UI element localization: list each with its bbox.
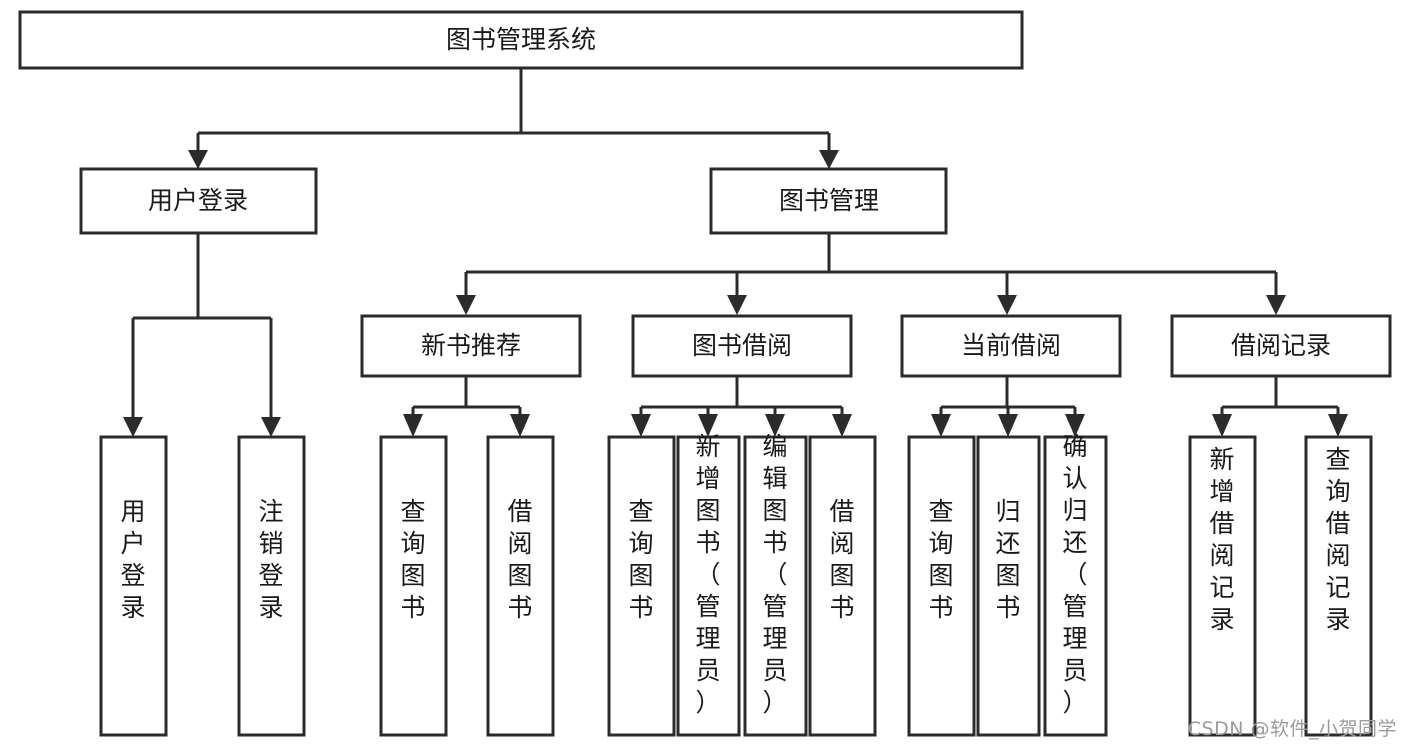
node-current-borrow-label: 当前借阅 — [961, 331, 1061, 360]
leaf-label: 归还图书 — [995, 497, 1020, 622]
arrow-root-to-book-manage — [819, 150, 839, 169]
leaf-label: 查询图书 — [400, 497, 425, 622]
node-new-book-recommend[interactable]: 新书推荐 — [360, 314, 582, 378]
node-borrow-record[interactable]: 借阅记录 — [1170, 314, 1392, 378]
leaf-label: 查询借阅记录 — [1325, 445, 1350, 634]
leaf-node[interactable]: 用户登录 — [99, 435, 168, 737]
leaf-box — [1304, 435, 1373, 737]
connector-group-user-login — [123, 233, 281, 437]
node-user-login-box — [79, 167, 318, 235]
leaf-box — [1188, 435, 1257, 737]
leaf-label: 借阅图书 — [507, 497, 532, 622]
leaf-node[interactable]: 确认归还（管理员） — [1043, 432, 1108, 737]
arrow-book-borrow-leaf-4 — [832, 414, 852, 437]
node-root-label: 图书管理系统 — [446, 25, 596, 54]
node-borrow-record-label: 借阅记录 — [1231, 331, 1331, 360]
arrow-current-borrow-leaf-1 — [931, 414, 951, 437]
leaf-box — [486, 435, 555, 737]
leaf-box — [808, 435, 877, 737]
node-new-book-recommend-box — [360, 314, 582, 378]
node-book-management-label: 图书管理 — [779, 186, 879, 215]
leaf-label: 用户登录 — [120, 497, 145, 622]
arrow-current-borrow-leaf-2 — [998, 414, 1018, 437]
connector-group-book-manage — [456, 233, 1286, 315]
leaf-box — [907, 435, 976, 737]
leaf-node[interactable]: 查询借阅记录 — [1304, 435, 1373, 737]
arrow-book-borrow-leaf-1 — [631, 414, 651, 437]
arrow-book-borrow-leaf-2 — [698, 414, 718, 437]
node-current-borrow[interactable]: 当前借阅 — [900, 314, 1122, 378]
arrow-user-login-leaf-2 — [261, 417, 281, 437]
leaf-node[interactable]: 查询图书 — [907, 435, 976, 737]
arrow-book-manage-to-current — [997, 295, 1017, 315]
arrow-user-login-leaf-1 — [123, 417, 143, 437]
leaf-node[interactable]: 归还图书 — [976, 435, 1041, 737]
leaf-label: 注销登录 — [258, 497, 283, 622]
leaf-node[interactable]: 借阅图书 — [486, 435, 555, 737]
connector-group-new-book-recommend — [403, 376, 530, 437]
node-book-borrow-box — [631, 314, 853, 378]
node-book-management-box — [709, 167, 948, 235]
node-root-box — [18, 10, 1024, 70]
leaf-node[interactable]: 新增图书（管理员） — [676, 432, 741, 737]
node-book-borrow[interactable]: 图书借阅 — [631, 314, 853, 378]
arrow-new-book-leaf-2 — [510, 414, 530, 437]
leaf-label: 查询图书 — [928, 497, 953, 622]
arrow-borrow-record-leaf-2 — [1328, 414, 1348, 437]
leaf-box — [676, 435, 741, 737]
node-root-book-management-system[interactable]: 图书管理系统 — [18, 10, 1024, 70]
arrow-book-manage-to-record — [1266, 295, 1286, 315]
leaf-node[interactable]: 新增借阅记录 — [1188, 435, 1257, 737]
connector-group-borrow-record — [1212, 376, 1348, 437]
arrow-current-borrow-leaf-3 — [1065, 414, 1085, 437]
connector-group-root — [188, 68, 839, 169]
leaf-label: 借阅图书 — [829, 497, 854, 622]
leaf-node[interactable]: 查询图书 — [607, 435, 676, 737]
leaf-node[interactable]: 借阅图书 — [808, 435, 877, 737]
leaf-box — [1043, 435, 1108, 737]
leaf-node[interactable]: 注销登录 — [237, 435, 306, 737]
arrow-borrow-record-leaf-1 — [1212, 414, 1232, 437]
leaf-box — [379, 435, 448, 737]
node-book-management[interactable]: 图书管理 — [709, 167, 948, 235]
arrow-book-manage-to-borrow — [727, 295, 747, 315]
leaf-box — [607, 435, 676, 737]
leaf-label: 新增借阅记录 — [1209, 445, 1234, 634]
leaf-box — [743, 435, 808, 737]
node-user-login[interactable]: 用户登录 — [79, 167, 318, 235]
connector-group-current-borrow — [931, 376, 1085, 437]
node-new-book-recommend-label: 新书推荐 — [421, 331, 521, 360]
node-borrow-record-box — [1170, 314, 1392, 378]
leaf-label: 编辑图书（管理员） — [762, 432, 787, 717]
leaf-label: 新增图书（管理员） — [695, 432, 720, 717]
leaf-label: 查询图书 — [628, 497, 653, 622]
leaf-node[interactable]: 查询图书 — [379, 435, 448, 737]
connector-group-book-borrow — [631, 376, 852, 437]
leaf-node[interactable]: 编辑图书（管理员） — [743, 432, 808, 737]
arrow-root-to-user-login — [188, 150, 208, 169]
node-current-borrow-box — [900, 314, 1122, 378]
leaf-box — [976, 435, 1041, 737]
arrow-book-manage-to-new-book — [456, 295, 476, 315]
arrow-new-book-leaf-1 — [403, 414, 423, 437]
leaf-box — [237, 435, 306, 737]
node-book-borrow-label: 图书借阅 — [692, 331, 792, 360]
csdn-watermark: CSDN @软件_小贺同学 — [1187, 718, 1397, 740]
leaf-label: 确认归还（管理员） — [1062, 432, 1087, 717]
arrow-book-borrow-leaf-3 — [765, 414, 785, 437]
leaf-box — [99, 435, 168, 737]
node-user-login-label: 用户登录 — [148, 186, 248, 215]
